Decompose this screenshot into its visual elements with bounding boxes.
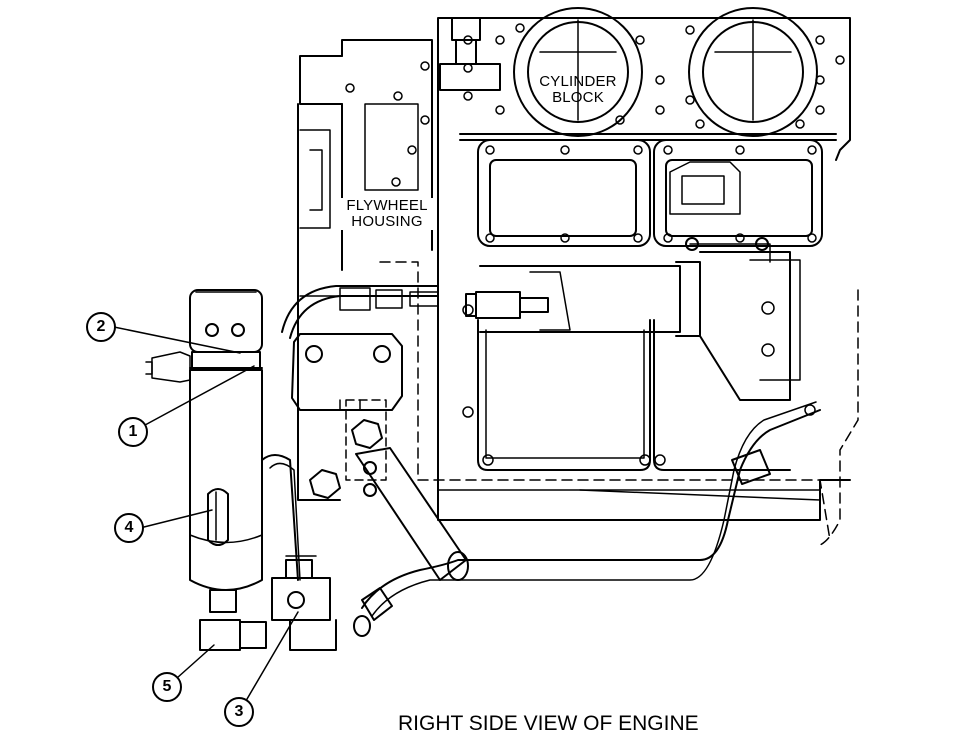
flywheel-housing-label: FLYWHEEL HOUSING — [340, 198, 434, 230]
callout-2: 2 — [86, 312, 116, 342]
cylinder-block-label: CYLINDER BLOCK — [519, 74, 637, 106]
callout-5: 5 — [152, 672, 182, 702]
diagram-caption: RIGHT SIDE VIEW OF ENGINE — [398, 712, 699, 735]
callout-3: 3 — [224, 697, 254, 727]
callout-4: 4 — [114, 513, 144, 543]
fuel-line-lower — [261, 401, 821, 637]
block-bolt-holes — [463, 23, 845, 129]
flywheel-housing-label-line2: HOUSING — [351, 212, 423, 230]
cylinder-block — [437, 7, 851, 251]
lower-block — [379, 249, 859, 546]
callout-1: 1 — [118, 417, 148, 447]
cylinder-block-label-line1: CYLINDER — [539, 73, 617, 90]
flywheel-housing-label-line1: FLYWHEEL — [346, 197, 428, 214]
mounting-bracket — [291, 333, 403, 411]
starter-assembly — [465, 237, 801, 401]
priming-pump — [271, 555, 337, 651]
flywheel-housing — [297, 39, 433, 501]
fuel-line-top — [281, 285, 439, 339]
side-covers — [477, 139, 823, 247]
fuel-filter — [145, 289, 267, 651]
cylinder-block-label-line2: BLOCK — [552, 88, 604, 106]
